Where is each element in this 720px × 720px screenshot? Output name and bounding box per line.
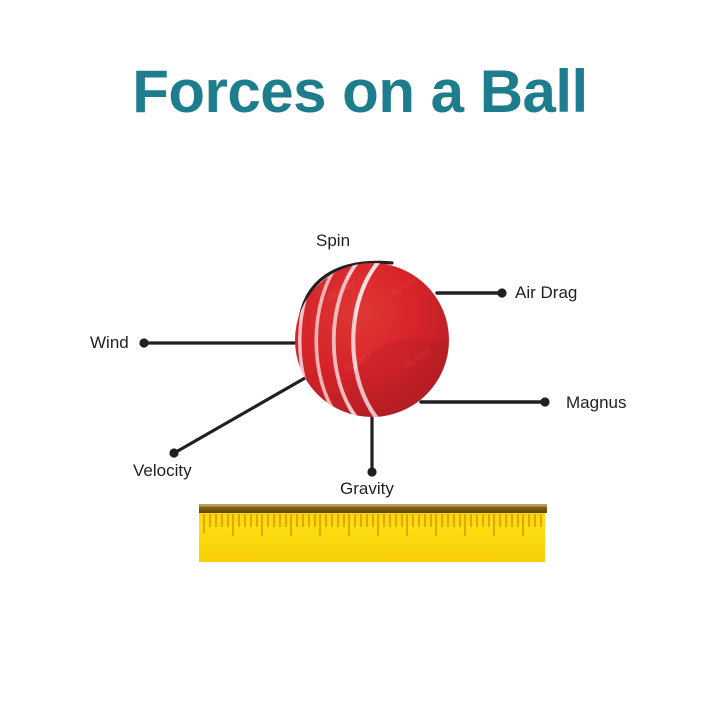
label-magnus: Magnus bbox=[566, 393, 627, 412]
label-gravity: Gravity bbox=[340, 479, 394, 498]
cricket-ball: ALAMY ALAMY ALAMY ALAMY bbox=[295, 263, 449, 417]
air-drag-connector bbox=[435, 288, 507, 298]
wind-connector bbox=[139, 338, 301, 348]
connector-group bbox=[139, 260, 550, 477]
label-air-drag: Air Drag bbox=[515, 283, 578, 302]
label-velocity: Velocity bbox=[133, 461, 192, 480]
velocity-connector bbox=[169, 372, 314, 458]
gravity-connector bbox=[367, 416, 377, 477]
ruler bbox=[199, 504, 547, 562]
label-spin: Spin bbox=[316, 231, 351, 250]
magnus-connector bbox=[419, 397, 550, 407]
ruler-ticks bbox=[202, 514, 543, 536]
page-title: Forces on a Ball bbox=[132, 58, 588, 125]
label-wind: Wind bbox=[90, 333, 129, 352]
